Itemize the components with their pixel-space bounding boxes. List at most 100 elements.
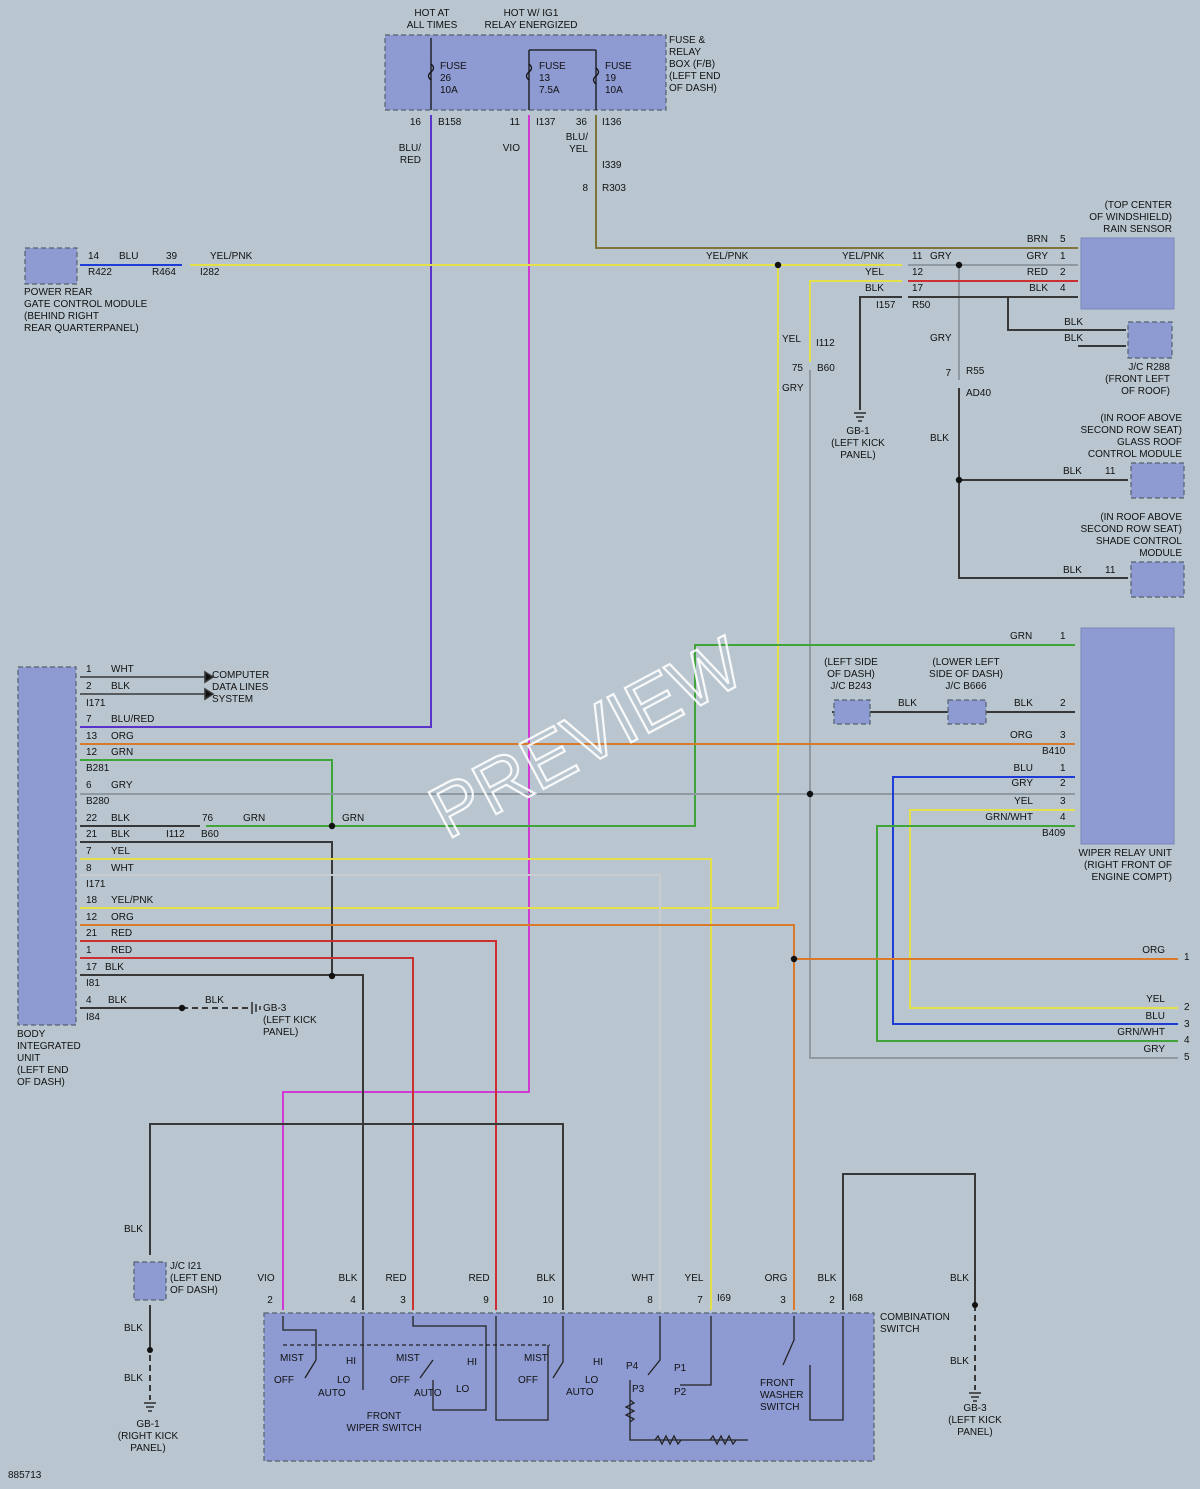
- tc-r55: R55: [966, 366, 985, 377]
- fuse-box-label-2: RELAY: [669, 47, 701, 58]
- biu-gb3-l1: GB-3: [263, 1003, 287, 1014]
- biu-wire-wht8: WHT: [111, 863, 134, 874]
- cs-wire-red9: RED: [468, 1273, 489, 1284]
- pin-8: 8: [582, 183, 588, 194]
- wire-wht-8: [80, 874, 661, 1310]
- cs-i68: I68: [849, 1293, 863, 1304]
- i21-blk3: BLK: [124, 1373, 143, 1384]
- ground-gb3-bottom: [969, 1392, 981, 1402]
- cs-pin-10: 10: [542, 1295, 554, 1306]
- yelpnk-mid: YEL/PNK: [706, 251, 749, 262]
- tc-gry2: GRY: [930, 333, 952, 344]
- sw1-hi: HI: [346, 1356, 356, 1367]
- sw2-auto: AUTO: [414, 1388, 442, 1399]
- yd-p75: 75: [792, 363, 804, 374]
- relay-grn: GRN: [1010, 631, 1032, 642]
- i21-l1: J/C I21: [170, 1261, 202, 1272]
- biu-b60: B60: [201, 829, 219, 840]
- gb3-bot-l1: GB-3: [963, 1403, 987, 1414]
- biu-conn-i81: I81: [86, 978, 100, 989]
- cs-label-2: SWITCH: [880, 1324, 919, 1335]
- out-gry: GRY: [1144, 1044, 1166, 1055]
- computer-l2: DATA LINES: [212, 682, 269, 693]
- fuse-box-label-5: OF DASH): [669, 83, 717, 94]
- rear-gate-conn3: I282: [200, 267, 220, 278]
- glass-roof-module: [1130, 462, 1185, 499]
- biu-label-5: OF DASH): [17, 1077, 65, 1088]
- biu-wire-org12: ORG: [111, 912, 134, 923]
- biu-conn-b280: B280: [86, 796, 110, 807]
- wiper-relay-unit: [1080, 627, 1175, 845]
- gb1-top-l1: GB-1: [846, 426, 870, 437]
- biu-pin-4: 4: [86, 995, 92, 1006]
- fuse-box-label-3: BOX (F/B): [669, 59, 715, 70]
- glass-l4: CONTROL MODULE: [1088, 449, 1182, 460]
- biu-wire-red21: RED: [111, 928, 132, 939]
- biu-label-1: BODY: [17, 1029, 46, 1040]
- cs-pin-3b: 3: [780, 1295, 786, 1306]
- biu-blk-g: BLK: [205, 995, 224, 1006]
- biu-label-2: INTEGRATED: [17, 1041, 81, 1052]
- cs-wire-red3: RED: [385, 1273, 406, 1284]
- rain-pin-1: 1: [1060, 251, 1066, 262]
- switch-internals: [282, 1316, 844, 1446]
- relay-pin-b4: 4: [1060, 812, 1066, 823]
- biu-wire-red1: RED: [111, 945, 132, 956]
- tc-r50: R50: [912, 300, 931, 311]
- relay-blk: BLK: [1014, 698, 1033, 709]
- relay-l2: (RIGHT FRONT OF: [1084, 860, 1172, 871]
- fuse-box: [384, 34, 667, 111]
- wire-yel-relay: [909, 809, 1178, 1009]
- out-yel: YEL: [1146, 994, 1165, 1005]
- wire-grn-relay: [332, 644, 1075, 827]
- relay-pin-b2: 2: [1060, 778, 1066, 789]
- sw1-off: OFF: [274, 1375, 294, 1386]
- yelpnk-right: YEL/PNK: [842, 251, 885, 262]
- wire-grn-biu: [80, 759, 333, 826]
- i21-l2: (LEFT END: [170, 1273, 222, 1284]
- tc-p17: 17: [912, 283, 924, 294]
- relay-pin-b1: 1: [1060, 763, 1066, 774]
- biu-gb3-l3: PANEL): [263, 1027, 298, 1038]
- wire-blk-i68: [842, 1173, 976, 1310]
- cs-wire-blk10: BLK: [537, 1273, 556, 1284]
- biu-grn: GRN: [243, 813, 265, 824]
- shade-l3: SHADE CONTROL: [1096, 536, 1183, 547]
- yd-yel: YEL: [782, 334, 801, 345]
- cs-label-1: COMBINATION: [880, 1312, 950, 1323]
- wire-label-blu-yel-2: YEL: [569, 144, 588, 155]
- cs-wire-vio: VIO: [257, 1273, 274, 1284]
- shade-wire: BLK: [1063, 565, 1082, 576]
- diagram-id: 885713: [8, 1470, 42, 1481]
- relay-wire-grnwht: GRN/WHT: [985, 812, 1033, 823]
- rear-gate-label-3: (BEHIND RIGHT: [24, 311, 99, 322]
- relay-b410: B410: [1042, 746, 1066, 757]
- tc-blk: BLK: [865, 283, 884, 294]
- ground-gb3-mid: [251, 1002, 261, 1014]
- biu-wire-blk22: BLK: [111, 813, 130, 824]
- fuse26-l3: 10A: [440, 85, 458, 96]
- washer-l3: SWITCH: [760, 1402, 799, 1413]
- biu-pin-12b: 12: [86, 912, 98, 923]
- fuse13-l3: 7.5A: [539, 85, 560, 96]
- gb1-bot-l3: PANEL): [130, 1443, 165, 1454]
- glass-wire: BLK: [1063, 466, 1082, 477]
- rear-gate-label-1: POWER REAR: [24, 287, 92, 298]
- cs-wire-blk4: BLK: [339, 1273, 358, 1284]
- out-p5: 5: [1184, 1052, 1190, 1063]
- sw2-hi: HI: [467, 1357, 477, 1368]
- cs-pin-2b: 2: [829, 1295, 835, 1306]
- biu-pin-6: 6: [86, 780, 92, 791]
- hot-at-times-2: ALL TIMES: [407, 20, 458, 31]
- cs-pin-3a: 3: [400, 1295, 406, 1306]
- relay-p2: 2: [1060, 698, 1066, 709]
- relay-wire-gry: GRY: [1012, 778, 1034, 789]
- jc-b666: [947, 699, 987, 725]
- tc-p12: 12: [912, 267, 924, 278]
- relay-b409: B409: [1042, 828, 1066, 839]
- glass-pin: 11: [1105, 466, 1116, 477]
- ground-gb1-top: [854, 412, 866, 422]
- wire-gry-b60: [809, 370, 1178, 1059]
- sw2-lo: LO: [456, 1384, 470, 1395]
- biu-conn-i84: I84: [86, 1012, 100, 1023]
